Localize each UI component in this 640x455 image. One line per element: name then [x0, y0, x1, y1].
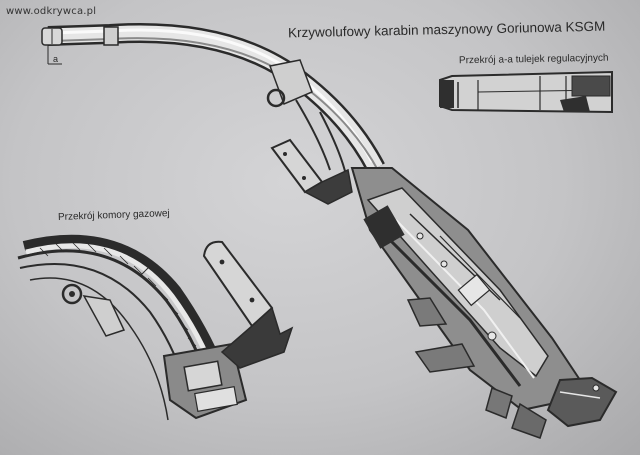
section-mark-a: a	[53, 54, 59, 64]
curved-barrel	[47, 22, 385, 173]
gas-chamber-section	[17, 234, 248, 421]
lower-grip-handle	[202, 240, 294, 369]
barrel-clamp	[266, 59, 347, 176]
muzzle	[41, 26, 119, 65]
section-aa-sleeves	[439, 70, 613, 114]
watermark-text: www.odkrywca.pl	[6, 6, 97, 17]
upper-grip-handle	[270, 138, 353, 205]
receiver-body	[350, 167, 618, 439]
